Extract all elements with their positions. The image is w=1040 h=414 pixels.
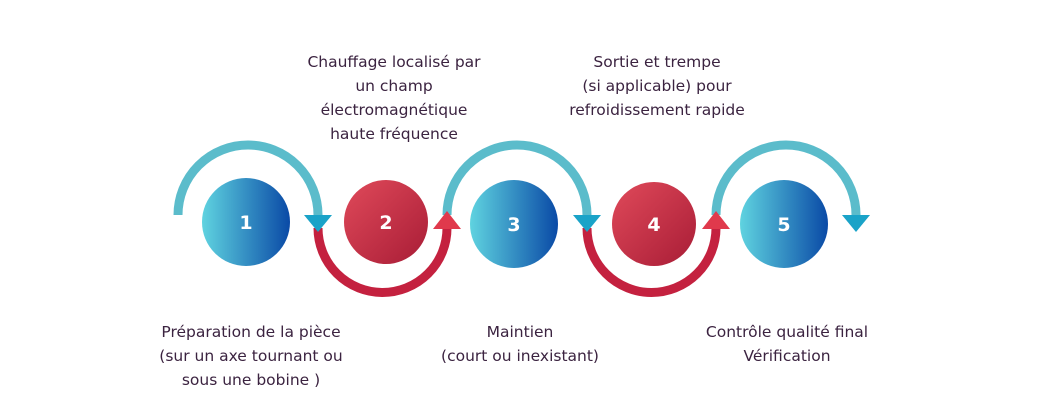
arrow-up-icon — [433, 211, 461, 229]
arc-step-2 — [313, 227, 452, 297]
step-number-4: 4 — [647, 214, 660, 236]
arc-step-3 — [442, 140, 592, 216]
arrow-down-icon — [842, 215, 870, 232]
arrow-down-icon — [304, 215, 332, 232]
arc-step-1 — [173, 140, 323, 216]
step-circle-4 — [612, 182, 696, 266]
arrow-down-icon — [573, 215, 601, 232]
step-label-2: Chauffage localisé par un champ électrom… — [307, 53, 481, 143]
step-label-1: Préparation de la pièce (sur un axe tour… — [159, 323, 343, 389]
arc-step-5 — [711, 140, 861, 216]
step-number-1: 1 — [239, 212, 252, 234]
step-number-2: 2 — [379, 212, 392, 234]
step-label-5: Contrôle qualité final Vérification — [705, 323, 869, 365]
step-label-3: Maintien (court ou inexistant) — [441, 323, 599, 365]
step-circle-2 — [344, 180, 428, 264]
step-circle-5 — [740, 180, 828, 268]
step-circle-3 — [470, 180, 558, 268]
arc-step-4 — [582, 227, 721, 297]
step-number-5: 5 — [777, 214, 790, 236]
step-number-3: 3 — [507, 214, 520, 236]
step-circle-1 — [202, 178, 290, 266]
step-label-4: Sortie et trempe (si applicable) pour re… — [569, 53, 745, 119]
arrow-up-icon — [702, 211, 730, 229]
